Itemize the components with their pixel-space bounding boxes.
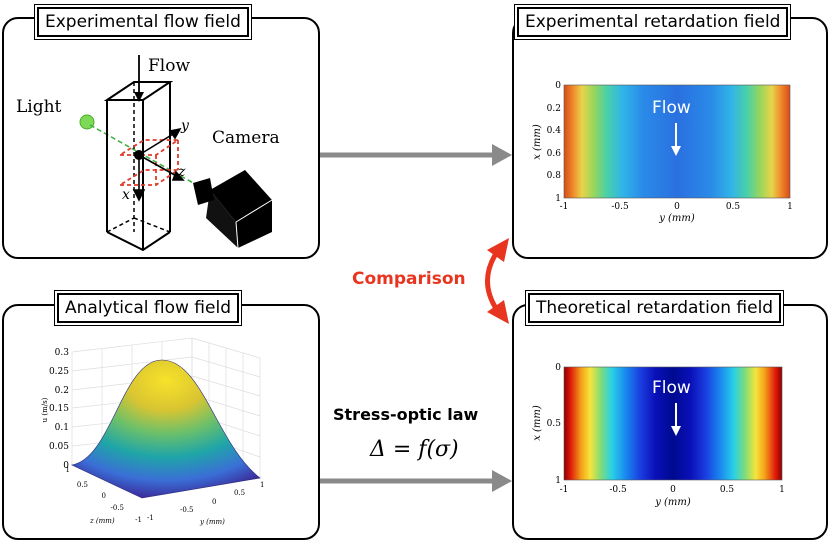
flow-label: Flow: [148, 56, 190, 76]
theoretical-heatmap: [564, 367, 782, 480]
axis-x-label: x: [122, 187, 130, 203]
theo-ytick: 1: [555, 476, 561, 486]
stress-optic-equation: Δ = f(σ): [370, 437, 459, 462]
exp-ytick: 0.4: [547, 126, 562, 136]
exp-ytick: 0.8: [547, 171, 562, 181]
experimental-retardation-plot: 0 0.2 0.4 0.6 0.8 1 -1 -0.5 0 0.5 1 y (m…: [532, 81, 793, 224]
surface-zaxis-ticks: 1 0.5 0 -0.5 -1: [66, 466, 142, 524]
bottom-gray-arrow-head: [492, 470, 512, 492]
exp-ytick: 0.2: [547, 104, 561, 114]
surface-yaxis-tick: 1: [260, 481, 264, 489]
exp-xtick: 0: [674, 202, 680, 212]
theoretical-xlabel: y (mm): [654, 497, 691, 508]
stress-optic-law-label: Stress-optic law: [333, 405, 479, 424]
theoretical-y-ticks: 0 0.5 1: [547, 363, 562, 486]
surface-zaxis-tick: 1: [66, 466, 70, 474]
comparison-arrow-head-bottom: [487, 300, 509, 324]
exp-ytick: 0.6: [547, 149, 562, 159]
surface-yaxis-tick: -0.5: [180, 506, 194, 514]
surface-zaxis-tick: -0.5: [111, 504, 125, 512]
theo-xtick: 0.5: [720, 485, 735, 495]
exp-xtick: 1: [787, 202, 793, 212]
experimental-x-ticks: -1 -0.5 0 0.5 1: [560, 202, 793, 212]
surface-yaxis-label: y (mm): [199, 518, 225, 526]
theo-ytick: 0.5: [547, 419, 562, 429]
comparison-arrow-head-top: [487, 238, 509, 262]
theo-xtick: -0.5: [609, 485, 627, 495]
theo-xtick: 0: [670, 485, 676, 495]
experimental-xlabel: y (mm): [658, 213, 695, 224]
experimental-flow-arrow-head: [671, 146, 681, 156]
comparison-arrow: [485, 250, 500, 312]
surface-zaxis-tick: 0: [102, 492, 106, 500]
camera-icon: [193, 170, 273, 249]
theoretical-retardation-plot: 0 0.5 1 -1 -0.5 0 0.5 1 y (mm) x (mm) Fl…: [532, 363, 785, 508]
surface-yaxis-tick: 0.5: [234, 489, 245, 497]
surface-ztick: 0.25: [49, 367, 69, 377]
coordinate-axes: [132, 127, 185, 202]
surface-ztick: 0.05: [49, 442, 69, 452]
surface-yaxis-ticks: -1 -0.5 0 0.5 1: [147, 481, 264, 522]
surface-zaxis-label: z (mm): [89, 517, 115, 525]
analytical-surface-plot: 0 0.05 0.1 0.15 0.2 0.25 0.3 u (m/s) 1 0…: [41, 337, 264, 526]
comparison-label: Comparison: [352, 269, 466, 289]
theoretical-retardation-title: Theoretical retardation field: [528, 293, 782, 323]
surface-z-ticks: 0 0.05 0.1 0.15 0.2 0.25 0.3: [49, 348, 69, 471]
light-label: Light: [16, 97, 62, 117]
theo-xtick: 1: [779, 485, 785, 495]
theo-ytick: 0: [555, 363, 561, 373]
surface-yaxis-tick: 0: [212, 498, 216, 506]
surface-ztick: 0.15: [49, 404, 69, 414]
exp-xtick: 0.5: [726, 202, 741, 212]
flow-arrow-head: [134, 92, 144, 102]
exp-xtick: -0.5: [611, 202, 629, 212]
surface-ztick: 0.3: [55, 348, 70, 358]
velocity-surface: [71, 359, 261, 499]
surface-zaxis-tick: -1: [135, 516, 142, 524]
theoretical-ylabel: x (mm): [532, 405, 543, 441]
exp-xtick: -1: [560, 202, 569, 212]
camera-label: Camera: [212, 128, 280, 148]
axis-z-label: z: [177, 164, 186, 180]
experimental-flow-overlay: Flow: [652, 98, 691, 118]
experimental-setup-illustration: Flow y z x Light Camera: [16, 55, 280, 252]
experimental-flow-title: Experimental flow field: [37, 7, 249, 37]
theoretical-x-ticks: -1 -0.5 0 0.5 1: [560, 485, 785, 495]
analytical-flow-title: Analytical flow field: [57, 293, 239, 323]
experimental-retardation-title: Experimental retardation field: [517, 7, 789, 37]
surface-yaxis-tick: -1: [147, 514, 154, 522]
theo-xtick: -1: [560, 485, 569, 495]
surface-ztick: 0.2: [55, 386, 69, 396]
theoretical-flow-arrow-head: [671, 426, 681, 436]
exp-ytick: 0: [555, 81, 561, 91]
axis-y-label: y: [180, 118, 190, 134]
theoretical-flow-overlay: Flow: [652, 378, 691, 398]
experimental-y-ticks: 0 0.2 0.4 0.6 0.8 1: [547, 81, 562, 204]
surface-ztick: 0: [63, 461, 69, 471]
surface-zaxis-tick: 0.5: [77, 481, 88, 489]
surface-ztick: 0.1: [55, 423, 69, 433]
top-gray-arrow-head: [492, 144, 512, 166]
experimental-ylabel: x (mm): [532, 124, 543, 160]
surface-zlabel: u (m/s): [41, 397, 49, 422]
exp-ytick: 1: [555, 194, 561, 204]
